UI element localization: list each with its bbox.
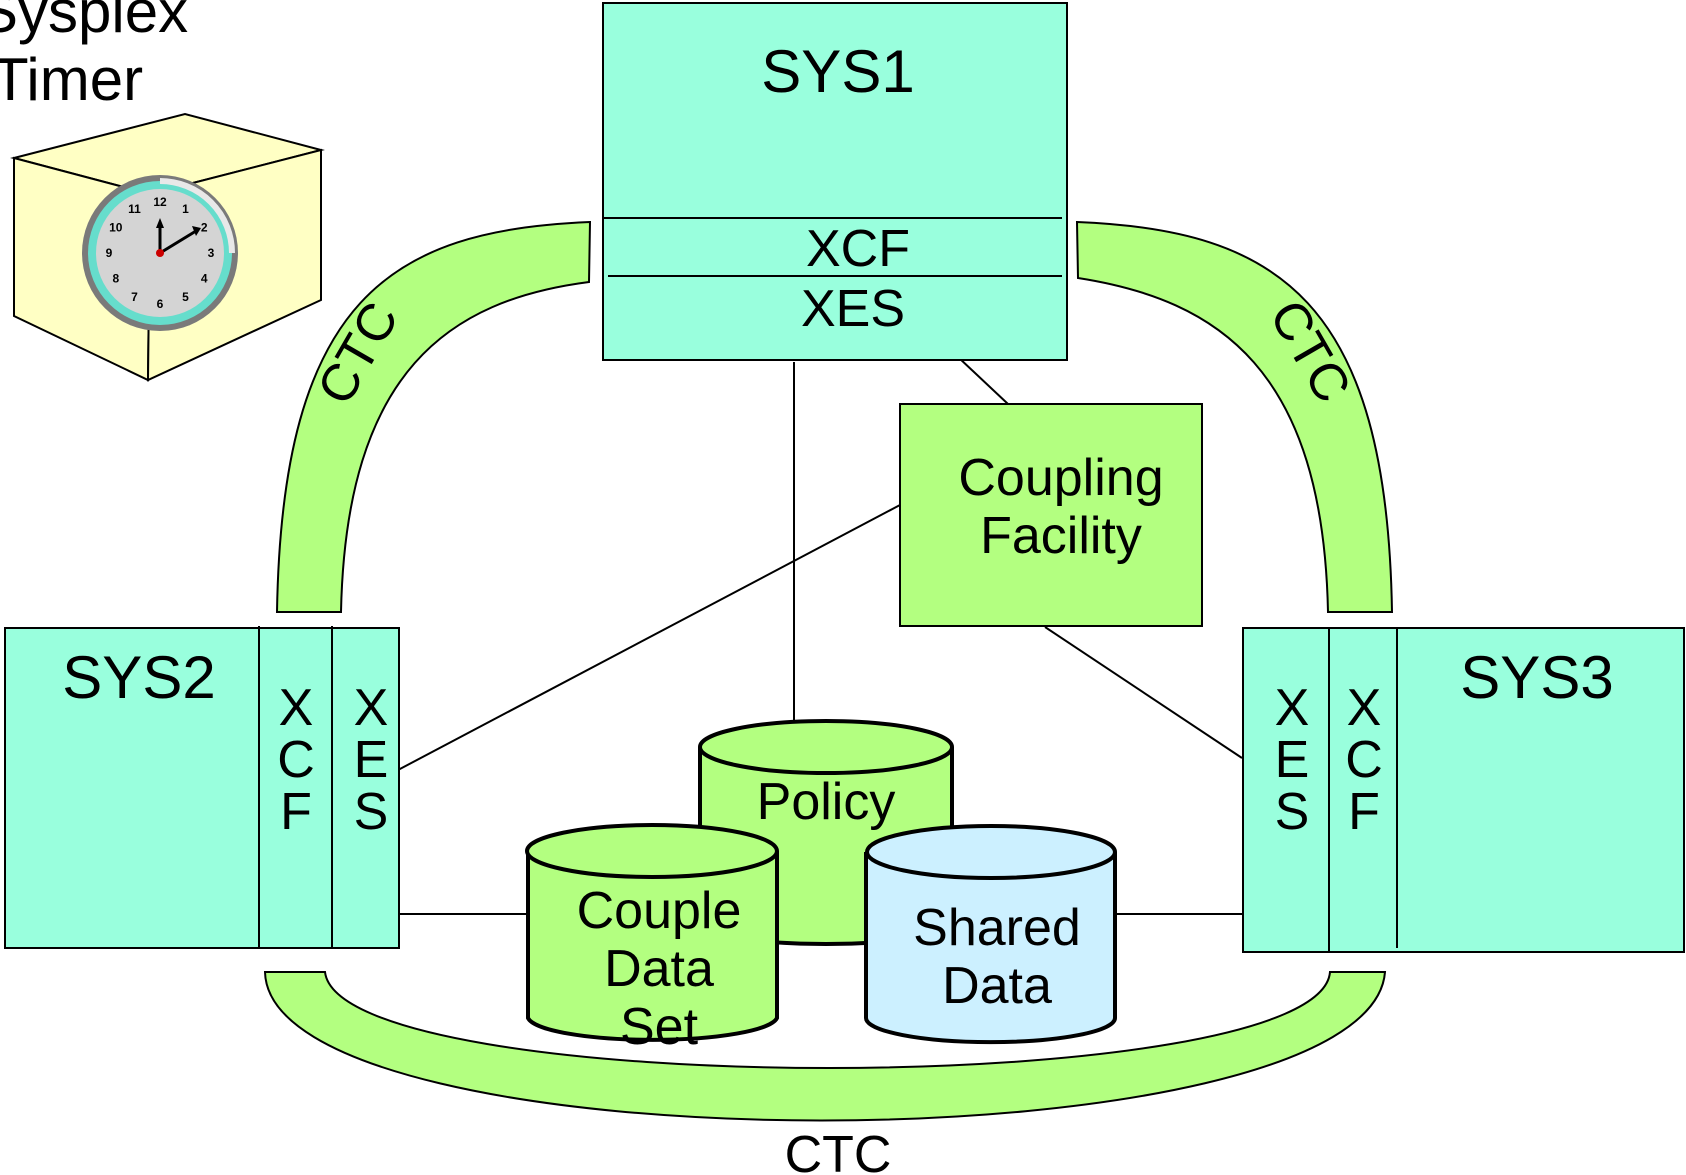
- clock-number: 3: [208, 246, 215, 260]
- link-sys3-coupling-facility: [1044, 626, 1243, 759]
- clock-number: 12: [153, 195, 167, 209]
- sys1-box: SYS1 XCF XES: [602, 2, 1068, 361]
- timer-label-line2: Timer: [0, 46, 143, 113]
- coupling-facility-line1: Coupling: [958, 449, 1163, 507]
- link-sys1-coupling-facility: [957, 356, 1009, 405]
- clock-number: 7: [131, 290, 138, 304]
- shared-data-line1: Shared: [913, 899, 1081, 957]
- sys1-xes-label: XES: [801, 280, 905, 338]
- sys3-xcf-c: C: [1345, 731, 1383, 789]
- sys2-xes-e: E: [354, 731, 389, 789]
- sys3-xes-e: E: [1275, 731, 1310, 789]
- ctc-link-bottom: [263, 971, 1387, 1122]
- shared-data-line2: Data: [942, 957, 1052, 1015]
- sys2-xcf-x: X: [279, 679, 314, 737]
- ctc-link-left: [275, 220, 592, 613]
- couple-data-set-line2: Data: [604, 940, 714, 998]
- clock-number: 2: [201, 221, 208, 235]
- clock-number: 9: [106, 246, 113, 260]
- coupling-facility-line2: Facility: [980, 507, 1142, 565]
- clock-number: 1: [182, 202, 189, 216]
- clock-minute-hand: [159, 229, 197, 255]
- clock-number: 10: [109, 221, 123, 235]
- sys2-label: SYS2: [62, 644, 215, 711]
- clock-number: 8: [112, 272, 119, 286]
- policy-label: Policy: [757, 773, 896, 831]
- clock-number: 6: [157, 297, 164, 311]
- timer-label-line1: Sysplex: [0, 0, 188, 45]
- shared-data-cylinder: Shared Data: [864, 824, 1117, 1045]
- link-sys2-coupling-facility: [397, 504, 901, 771]
- clock-number: 11: [128, 202, 141, 216]
- sys2-xcf-f: F: [280, 783, 312, 841]
- sys3-label: SYS3: [1460, 644, 1613, 711]
- couple-data-set-line3: Set: [620, 998, 699, 1056]
- coupling-facility-box: Coupling Facility: [899, 403, 1203, 627]
- sys1-xcf-label: XCF: [806, 220, 910, 278]
- sys2-xcf-c: C: [277, 731, 315, 789]
- sys2-box: SYS2 X C F X E S: [4, 626, 400, 949]
- sys2-xes-s: S: [354, 783, 389, 841]
- ctc-label-bottom: CTC: [785, 1126, 892, 1175]
- clock-number: 4: [201, 272, 208, 286]
- clock-number: 5: [182, 290, 189, 304]
- sys2-xes-x: X: [354, 679, 389, 737]
- sys1-label: SYS1: [761, 38, 914, 105]
- couple-data-set-cylinder: Couple Data Set: [525, 823, 779, 1056]
- sys3-xes-x: X: [1275, 679, 1310, 737]
- couple-data-set-line1: Couple: [577, 882, 742, 940]
- ctc-link-right: [1075, 220, 1394, 613]
- sys3-xcf-x: X: [1347, 679, 1382, 737]
- sys3-box: SYS3 X E S X C F: [1242, 627, 1685, 953]
- sys3-xcf-f: F: [1348, 783, 1380, 841]
- connector-lines: [397, 356, 1243, 915]
- sys3-xes-s: S: [1275, 783, 1310, 841]
